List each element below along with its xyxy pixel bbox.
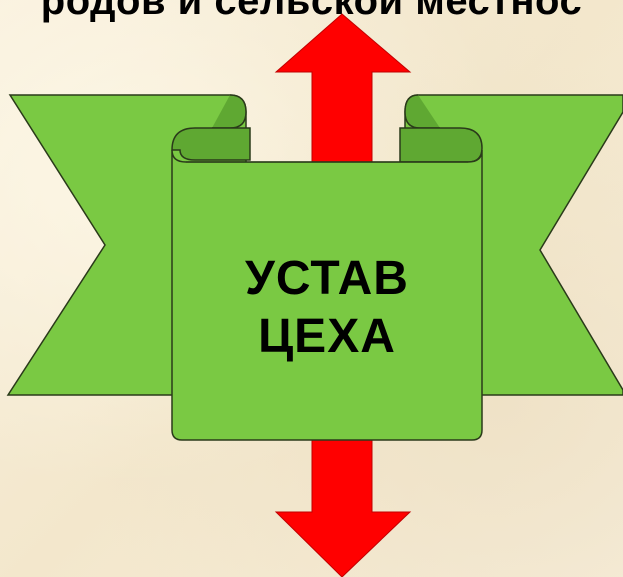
page-header: родов и сельской местнос	[40, 0, 583, 23]
scroll-title-line2: ЦЕХА	[258, 310, 396, 363]
scroll-title-line1: УСТАВ	[245, 252, 409, 305]
scroll-body	[171, 127, 483, 441]
arrow-down-icon	[274, 439, 412, 577]
